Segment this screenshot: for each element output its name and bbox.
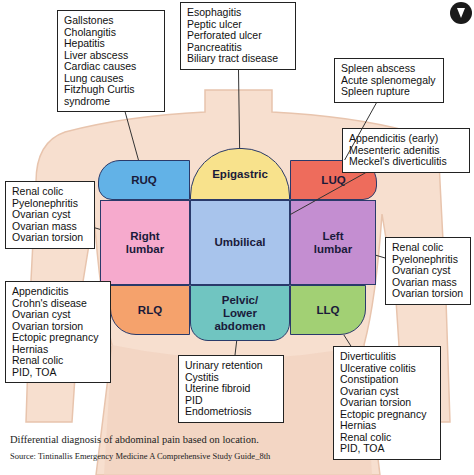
diagnosis-item: Pyelonephritis [12,198,88,210]
diagnosis-item: Ovarian cyst [12,309,104,321]
diagnosis-item: Ovarian torsion [392,288,464,300]
diagnosis-item: Meckel's diverticulitis [349,156,463,168]
logo-mark [450,2,472,24]
diagnosis-item: Renal colic [12,355,104,367]
diagnosis-box: Urinary retentionCystitisUterine fibroid… [178,355,284,423]
diagnosis-item: Spleen rupture [341,86,437,98]
diagnosis-item: Ectopic pregnancy [12,332,104,344]
diagnosis-item: PID, TOA [12,367,104,379]
leader-line [235,341,237,355]
abdominal-region: Umbilical [190,200,290,285]
diagnosis-item: Urinary retention [185,360,277,372]
diagnosis-item: Ulcerative colitis [340,363,434,375]
diagnosis-item: Renal colic [340,432,434,444]
diagnosis-item: PID, TOA [340,443,434,455]
diagnosis-item: Cardiac causes [64,61,158,73]
diagnosis-box: Renal colicPyelonephritisOvarian cystOva… [385,237,471,305]
diagnosis-item: Pyelonephritis [392,254,464,266]
diagnosis-item: Cholangitis [64,27,158,39]
diagnosis-item: Peptic ulcer [187,19,289,31]
abdominal-region: RUQ [98,160,190,200]
diagnosis-item: Appendicitis (early) [349,133,463,145]
diagnosis-item: Diverticulitis [340,351,434,363]
diagnosis-item: Perforated ulcer [187,30,289,42]
diagnosis-item: Ovarian torsion [12,321,104,333]
diagnosis-item: Endometriosis [185,406,277,418]
diagnosis-box: GallstonesCholangitisHepatitisLiver absc… [57,10,165,112]
leader-line [344,335,351,346]
diagnosis-box: DiverticulitisUlcerative colitisConstipa… [333,346,441,460]
diagnosis-box: EsophagitisPeptic ulcerPerforated ulcerP… [180,2,296,70]
diagnosis-item: Pancreatitis [187,42,289,54]
diagnosis-item: Ovarian torsion [12,232,88,244]
diagnosis-box: Renal colicPyelonephritisOvarian cystOva… [5,181,95,249]
diagnosis-item: Ovarian mass [12,221,88,233]
abdominal-region: Right lumbar [100,200,190,285]
diagnosis-item: Constipation [340,374,434,386]
source-note: Source: Tintinallis Emergency Medicine A… [10,451,270,461]
diagnosis-item: Gallstones [64,15,158,27]
region-label: LLQ [317,304,340,317]
leader-line [376,255,385,258]
diagnosis-item: Biliary tract disease [187,53,289,65]
diagnosis-item: Ovarian mass [392,277,464,289]
diagnosis-box: AppendicitisCrohn's diseaseOvarian cystO… [5,281,111,383]
region-label: RLQ [138,304,162,317]
diagnosis-item: Liver abscess [64,50,158,62]
diagnosis-box: Spleen abscessAcute splenomegalySpleen r… [334,58,444,103]
diagnosis-item: Spleen abscess [341,63,437,75]
diagnosis-item: Hepatitis [64,38,158,50]
region-label: Epigastric [212,168,268,181]
abdominal-region: Pelvic/ Lower abdomen [190,285,290,341]
region-label: Umbilical [214,236,265,249]
abdominal-region: LLQ [290,285,366,335]
diagnosis-box: Appendicitis (early)Mesenteric adenitisM… [342,128,470,173]
diagnosis-item: Ovarian cyst [340,386,434,398]
diagnosis-item: Cystitis [185,372,277,384]
figure-caption: Differential diagnosis of abdominal pain… [10,434,259,445]
diagnosis-item: Mesenteric adenitis [349,145,463,157]
region-label: RUQ [131,174,157,187]
diagnosis-item: Crohn's disease [12,298,104,310]
diagnosis-item: Acute splenomegaly [341,75,437,87]
diagnosis-item: Lung causes [64,73,158,85]
diagnosis-item: PID [185,395,277,407]
diagnosis-item: Renal colic [392,242,464,254]
leader-line [238,70,239,149]
diagnosis-item: Fitzhugh Curtis syndrome [64,84,158,107]
abdominal-region: Left lumbar [290,200,376,285]
region-label: LUQ [321,174,345,187]
diagnosis-item: Ectopic pregnancy [340,409,434,421]
abdominal-region: RLQ [110,285,190,335]
diagnosis-item: Ovarian torsion [340,397,434,409]
logo-symbol [457,8,465,18]
diagnosis-item: Appendicitis [12,286,104,298]
diagnosis-item: Hernias [12,344,104,356]
diagnosis-item: Ovarian cyst [392,265,464,277]
region-label: Right lumbar [121,230,169,256]
diagnosis-item: Renal colic [12,186,88,198]
region-label: Left lumbar [309,230,357,256]
region-label: Pelvic/ Lower abdomen [212,294,268,333]
leader-line [125,112,138,160]
diagnosis-item: Hernias [340,420,434,432]
diagnosis-item: Uterine fibroid [185,383,277,395]
diagnosis-item: Esophagitis [187,7,289,19]
diagnosis-item: Ovarian cyst [12,209,88,221]
